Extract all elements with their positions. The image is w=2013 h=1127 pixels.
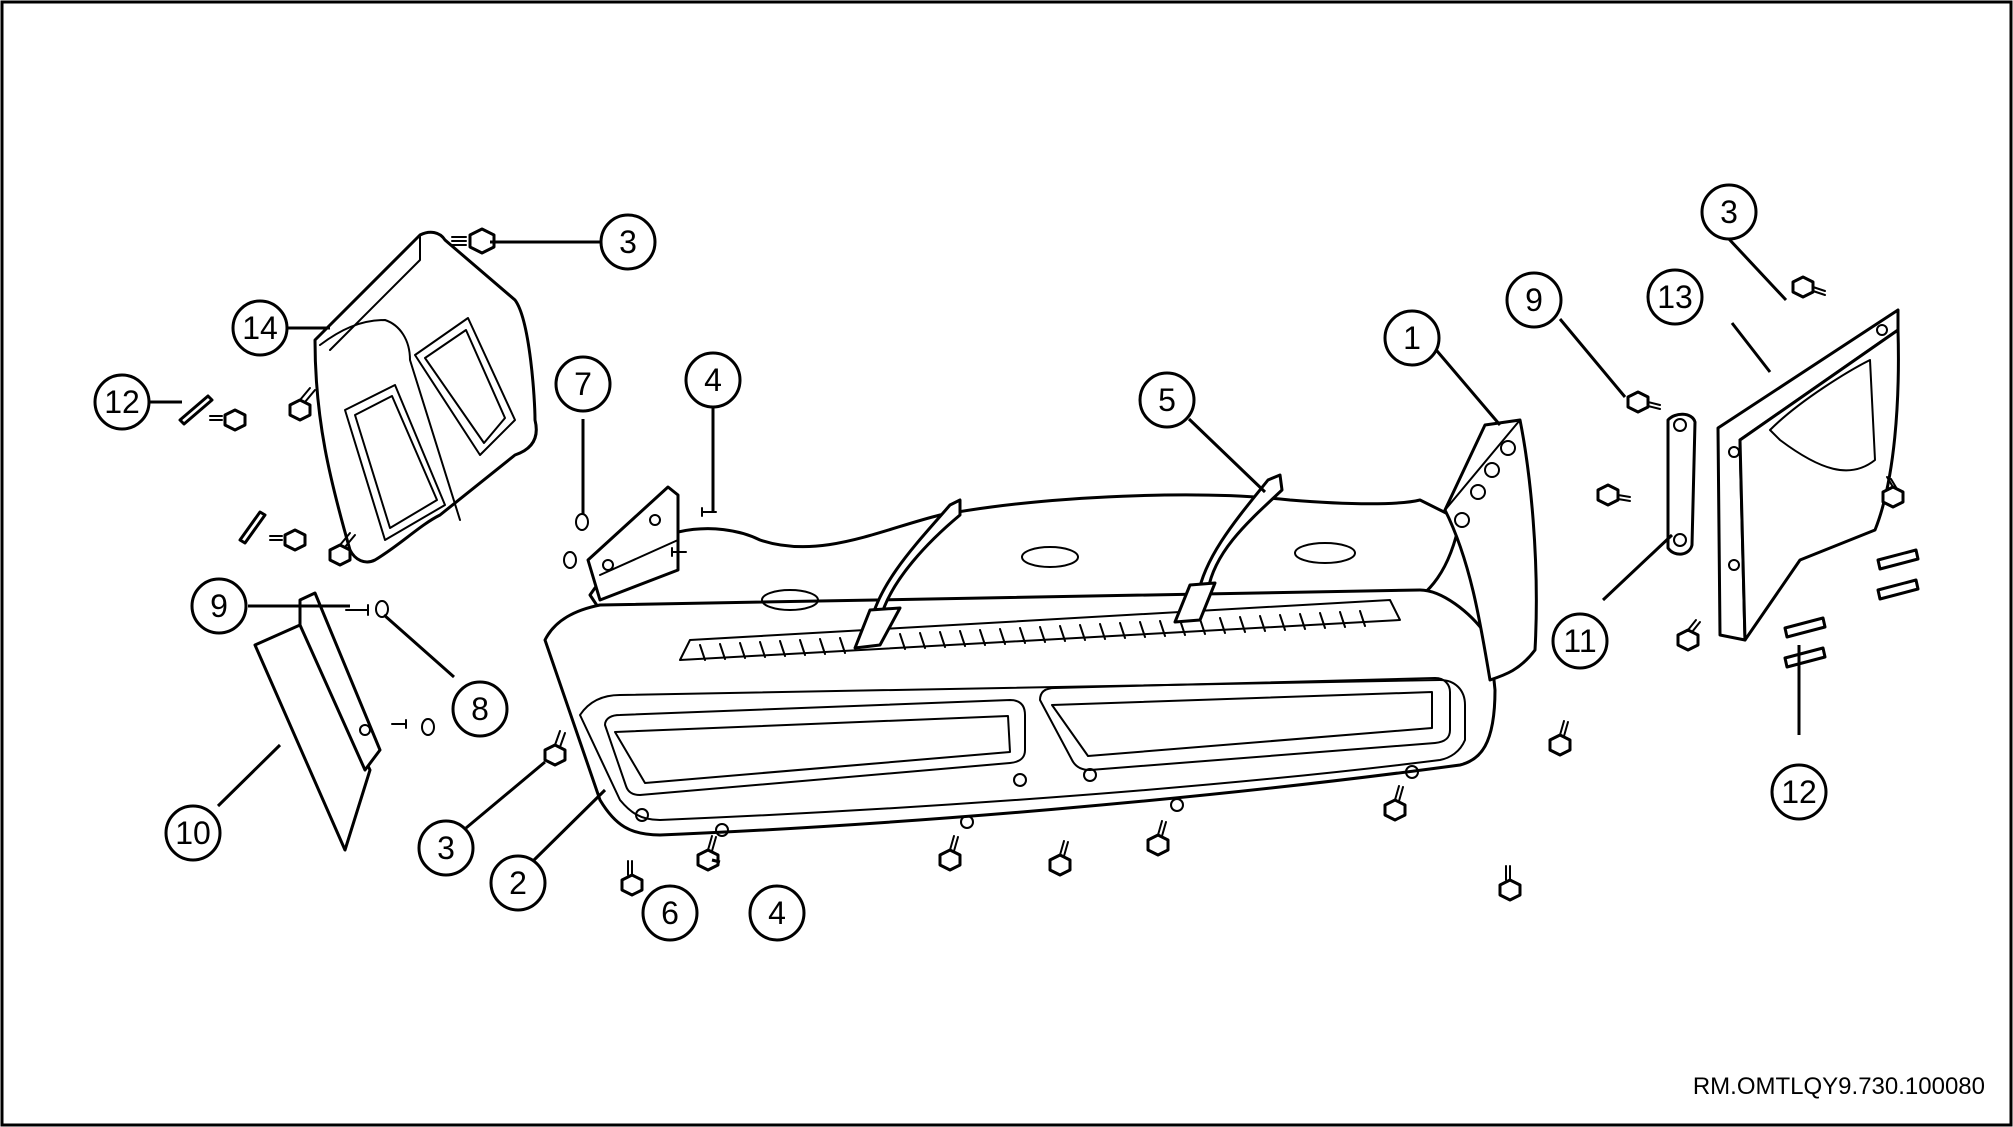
deflector-part-10 <box>253 591 382 852</box>
callout: 6 <box>641 884 699 942</box>
callout-label: 3 <box>1720 194 1738 230</box>
bolt-icon <box>288 387 316 422</box>
callout-label: 4 <box>768 895 786 931</box>
callout: 14 <box>231 299 289 357</box>
callout: 9 <box>190 577 248 635</box>
washer-icon <box>575 513 589 531</box>
callout-label: 4 <box>704 362 722 398</box>
clip-icon <box>1876 548 1920 571</box>
callout-label: 10 <box>175 815 211 851</box>
strap-part-5 <box>853 473 1284 650</box>
callout-label: 14 <box>242 310 278 346</box>
clip-icon <box>238 510 267 545</box>
reference-code: RM.OMTLQY9.730.100080 <box>1692 1073 1985 1100</box>
bolt-icon <box>938 835 962 872</box>
callout: 10 <box>164 804 222 862</box>
callout-label: 8 <box>471 691 489 727</box>
bolt-icon <box>328 532 356 567</box>
bolt-icon <box>1548 720 1572 757</box>
bolt-icon <box>1676 619 1701 652</box>
callout: 13 <box>1646 268 1704 326</box>
callout-label: 1 <box>1403 320 1421 356</box>
callout: 7 <box>554 355 612 413</box>
callout-label: 7 <box>574 366 592 402</box>
callout: 12 <box>93 373 151 431</box>
bolt-icon <box>1146 820 1170 857</box>
callout-label: 2 <box>509 865 527 901</box>
callout-label: 12 <box>104 384 140 420</box>
main-under-cover <box>543 418 1538 837</box>
bolt-icon <box>1383 785 1407 822</box>
callout: 3 <box>417 819 475 877</box>
callout-label: 13 <box>1657 279 1693 315</box>
bolt-icon <box>1881 476 1905 509</box>
bolt-icon <box>1048 840 1072 877</box>
screw-icon <box>391 719 407 729</box>
screw-icon <box>671 547 687 557</box>
link-bar-part-11 <box>1666 412 1697 556</box>
callout: 2 <box>489 854 547 912</box>
clip-icon <box>1783 646 1827 669</box>
callout: 12 <box>1770 763 1828 821</box>
callout-label: 11 <box>1563 623 1596 659</box>
bolt-icon <box>696 835 720 872</box>
bolt-icon <box>269 528 307 552</box>
callout-label: 9 <box>210 588 228 624</box>
callout: 11 <box>1551 612 1609 670</box>
bolt-icon <box>543 730 567 767</box>
shield-part-14 <box>313 230 538 564</box>
clip-icon <box>178 394 214 426</box>
callout-label: 12 <box>1781 774 1817 810</box>
callout: 3 <box>1700 183 1758 241</box>
clip-icon <box>1783 616 1827 639</box>
bolt-icon <box>209 408 247 432</box>
bolt-icon <box>1626 390 1661 414</box>
bolt-icon <box>1791 275 1826 299</box>
callout-label: 3 <box>619 224 637 260</box>
callout-label: 9 <box>1525 282 1543 318</box>
callout-label: 6 <box>661 895 679 931</box>
clip-icon <box>1876 578 1920 601</box>
callout: 9 <box>1505 271 1563 329</box>
callout: 1 <box>1383 309 1441 367</box>
fasteners <box>178 227 1920 902</box>
washer-icon <box>421 718 435 736</box>
callout: 5 <box>1138 371 1196 429</box>
callout: 8 <box>451 680 509 738</box>
bolt-icon <box>451 227 496 255</box>
deflector-part-13 <box>1716 308 1900 642</box>
washer-icon <box>563 551 577 569</box>
bolt-icon <box>1596 483 1631 507</box>
callout: 3 <box>599 213 657 271</box>
screw-icon <box>345 604 369 616</box>
callout-label: 3 <box>437 830 455 866</box>
washer-icon <box>375 600 389 618</box>
callout-label: 5 <box>1158 382 1176 418</box>
bolt-icon <box>620 860 644 897</box>
callout: 4 <box>748 884 806 942</box>
bolt-icon <box>1498 865 1522 902</box>
callout: 4 <box>684 351 742 409</box>
leader-lines <box>148 236 1801 864</box>
